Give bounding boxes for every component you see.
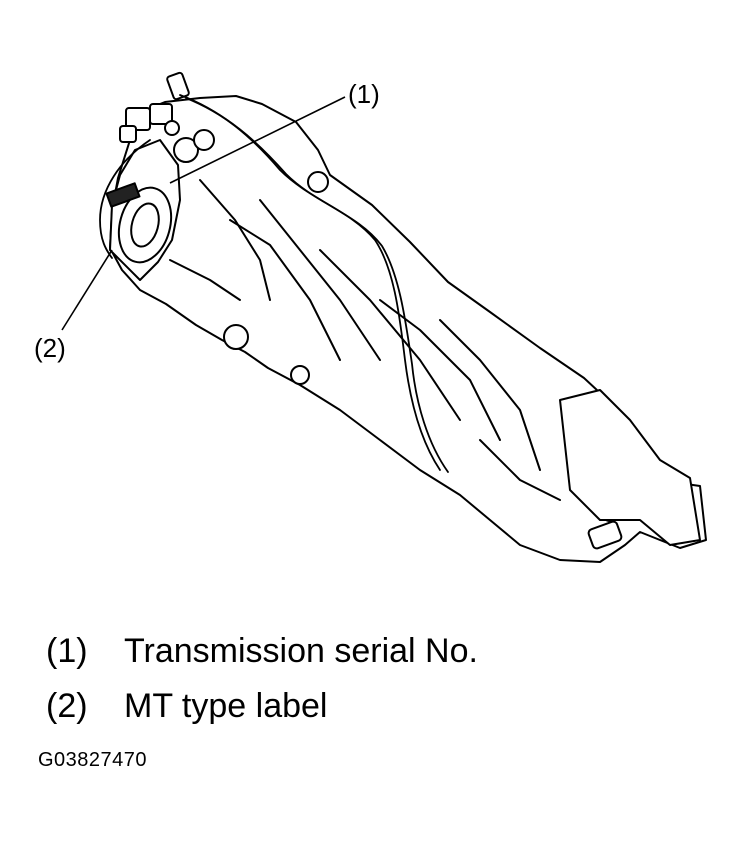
legend-item: (1) Transmission serial No. [46,631,478,671]
wiring-harness [99,139,151,259]
housing-rib [199,179,271,301]
callout-1-leader [169,96,346,184]
top-fitting [119,125,137,143]
housing-rib [439,319,541,471]
legend-text: Transmission serial No. [124,632,478,670]
sensor-plug [164,120,180,136]
legend-item: (2) MT type label [46,686,327,726]
sensor-plug [193,129,215,151]
mounting-boss [223,324,249,350]
wiring-harness [185,97,449,473]
output-shaft [587,520,623,550]
wire-connector [166,71,190,101]
housing-rib [169,259,241,301]
housing-rib [379,299,501,441]
extension-housing [559,389,701,546]
mounting-boss [307,171,329,193]
callout-1-label: (1) [348,79,380,109]
legend-number: (2) [46,687,88,725]
callout-2-label: (2) [34,333,66,363]
callout-2-leader [61,249,113,331]
transmission-housing [109,95,707,563]
top-fitting [149,103,173,125]
mounting-boss [290,365,310,385]
figure-code: G03827470 [38,749,148,771]
housing-rib [229,219,341,361]
legend-number: (1) [46,632,88,670]
legend-text: MT type label [124,687,328,725]
housing-rib [319,249,461,421]
input-shaft-inner [130,202,160,248]
sensor-plug [173,137,199,163]
housing-rib [259,199,381,361]
transmission-illustration: (1) (2) [34,71,707,563]
mt-type-label [105,182,141,208]
housing-rib [479,439,561,501]
